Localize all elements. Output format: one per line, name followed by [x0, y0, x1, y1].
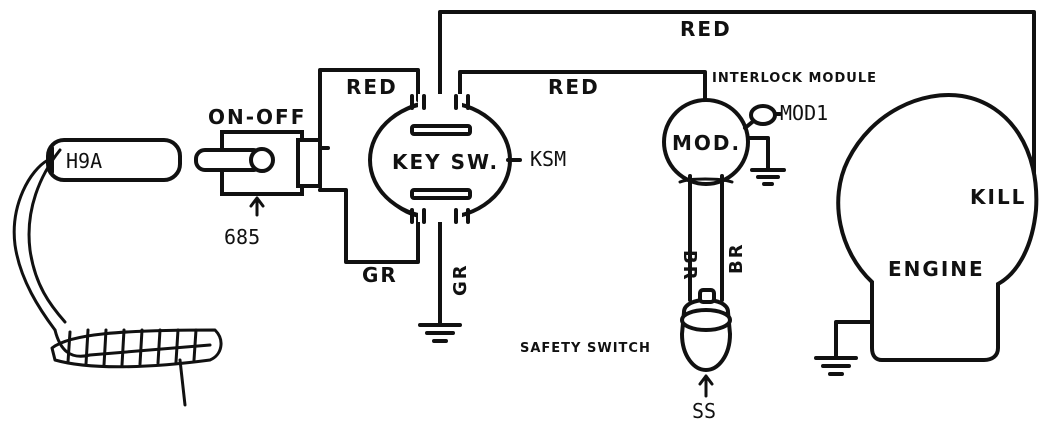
label-safety-switch: SAFETY SWITCH [520, 341, 651, 356]
label-red-key: RED [346, 75, 398, 99]
label-br-left: BR [679, 250, 700, 282]
on-off-switch [194, 130, 330, 196]
wire-red-top-to-kill [438, 10, 1036, 198]
ss-arrow [698, 374, 714, 398]
wire-gr-switch-to-key [318, 188, 420, 264]
label-red-interlock: RED [548, 75, 600, 99]
safety-switch [679, 288, 733, 373]
lanyard-cord [12, 148, 223, 407]
wire-red-switch-to-key [318, 68, 420, 150]
key-ground-symbol [418, 323, 462, 343]
key-switch [368, 94, 522, 224]
wire-red-key-to-module [458, 70, 707, 106]
label-ss: SS [692, 399, 716, 423]
label-br-right: BR [726, 242, 747, 274]
label-mod1: MOD1 [780, 101, 828, 125]
engine-ground-wire [834, 320, 874, 360]
label-gr-vertical: GR [450, 263, 471, 296]
label-685: 685 [224, 225, 260, 249]
part-685-arrow [249, 196, 265, 217]
label-engine: ENGINE [888, 257, 985, 281]
label-h9a: H9A [66, 149, 102, 173]
label-gr-left: GR [362, 263, 398, 287]
module-ground-symbol [750, 168, 786, 186]
label-mod: MOD. [672, 131, 741, 155]
label-on-off: ON-OFF [208, 105, 306, 129]
interlock-module [662, 98, 782, 186]
engine-ground-symbol [814, 356, 858, 376]
engine [836, 93, 1039, 362]
label-key-sw: KEY SW. [392, 150, 499, 174]
label-ksm: KSM [530, 147, 566, 171]
label-red-top: RED [680, 17, 732, 41]
label-kill: KILL [970, 185, 1026, 209]
label-interlock-module: INTERLOCK MODULE [712, 71, 877, 86]
